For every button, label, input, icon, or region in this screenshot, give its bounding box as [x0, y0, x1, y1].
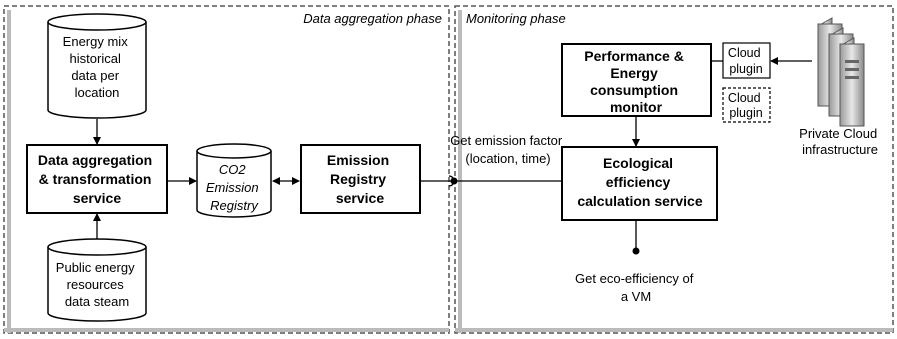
- energy-mix-line-1: Energy mix: [63, 34, 129, 49]
- public-energy-store: Public energy resources data steam: [47, 238, 147, 322]
- aggregation-service-label: Data aggregation & transformation servic…: [38, 152, 156, 206]
- aggregation-phase-panel: Data aggregation phase: [3, 5, 450, 334]
- public-energy-label: Public energy resources data steam: [56, 260, 138, 309]
- energy-mix-label: Energy mix historical data per location: [63, 34, 132, 100]
- co2-registry-line-1: CO2: [219, 162, 247, 177]
- eco-efficiency-line-1: Ecological: [603, 155, 673, 171]
- cloud-plugin-line-1: Cloud: [728, 46, 761, 60]
- eco-vm-label: Get eco-efficiency of a VM: [575, 271, 697, 304]
- public-energy-line-1: Public energy: [56, 260, 135, 275]
- performance-monitor-line-2: Energy: [610, 65, 658, 81]
- cloud-plugin-line-2: plugin: [729, 62, 762, 76]
- aggregation-service-line-2: & transformation: [39, 171, 152, 187]
- performance-monitor-line-4: monitor: [610, 99, 663, 115]
- energy-mix-store: Energy mix historical data per location: [47, 13, 147, 119]
- emission-registry-line-1: Emission: [327, 152, 389, 168]
- emission-factor-label: Get emission factor (location, time): [450, 133, 566, 166]
- performance-monitor-box: Performance & Energy consumption monitor: [561, 43, 712, 117]
- aggregation-service-line-1: Data aggregation: [38, 152, 152, 168]
- eco-vm-port: [632, 247, 640, 255]
- performance-monitor-line-1: Performance &: [584, 48, 684, 64]
- eco-efficiency-service-box: Ecological efficiency calculation servic…: [561, 146, 718, 221]
- eco-efficiency-service-label: Ecological efficiency calculation servic…: [577, 155, 703, 209]
- cloud-plugin-label: Cloud plugin: [728, 46, 764, 76]
- energy-mix-line-2: historical: [70, 51, 121, 66]
- co2-registry-line-2: Emission: [206, 180, 259, 195]
- cloud-plugin-dashed-label: Cloud plugin: [728, 91, 764, 120]
- co2-registry-label: CO2 Emission Registry: [206, 162, 262, 213]
- co2-registry-store: CO2 Emission Registry: [196, 143, 272, 218]
- cloud-plugin-box: Cloud plugin: [722, 42, 771, 79]
- eco-vm-line-2: a VM: [621, 289, 651, 304]
- performance-monitor-line-3: consumption: [590, 82, 678, 98]
- aggregation-service-box: Data aggregation & transformation servic…: [26, 144, 168, 214]
- performance-monitor-label: Performance & Energy consumption monitor: [584, 48, 687, 115]
- emission-factor-line-2: (location, time): [465, 151, 550, 166]
- emission-registry-service-label: Emission Registry service: [327, 152, 393, 206]
- public-energy-line-3: data steam: [65, 294, 129, 309]
- emission-registry-line-2: Registry: [330, 171, 386, 187]
- server-icon: [817, 17, 865, 127]
- emission-registry-line-3: service: [336, 190, 384, 206]
- co2-registry-line-3: Registry: [210, 198, 259, 213]
- emission-factor-line-1: Get emission factor: [450, 133, 563, 148]
- monitoring-phase-panel: Monitoring phase: [454, 5, 894, 334]
- cloud-plugin-dashed-line-1: Cloud: [728, 91, 761, 105]
- private-cloud-line-2: infrastructure: [802, 142, 878, 157]
- cloud-plugin-dashed-line-2: plugin: [729, 106, 762, 120]
- emission-registry-service-box: Emission Registry service: [300, 144, 421, 214]
- cloud-plugin-dashed-box: Cloud plugin: [722, 87, 771, 123]
- aggregation-phase-title: Data aggregation phase: [303, 11, 442, 26]
- private-cloud-label: Private Cloud infrastructure: [799, 126, 881, 157]
- aggregation-service-line-3: service: [73, 190, 121, 206]
- energy-mix-line-4: location: [75, 85, 120, 100]
- monitoring-phase-title: Monitoring phase: [466, 11, 566, 26]
- emission-factor-port: [450, 177, 458, 185]
- eco-efficiency-line-3: calculation service: [577, 193, 703, 209]
- public-energy-line-2: resources: [67, 277, 125, 292]
- private-cloud-line-1: Private Cloud: [799, 126, 877, 141]
- energy-mix-line-3: data per: [71, 68, 119, 83]
- eco-vm-line-1: Get eco-efficiency of: [575, 271, 694, 286]
- eco-efficiency-line-2: efficiency: [606, 174, 671, 190]
